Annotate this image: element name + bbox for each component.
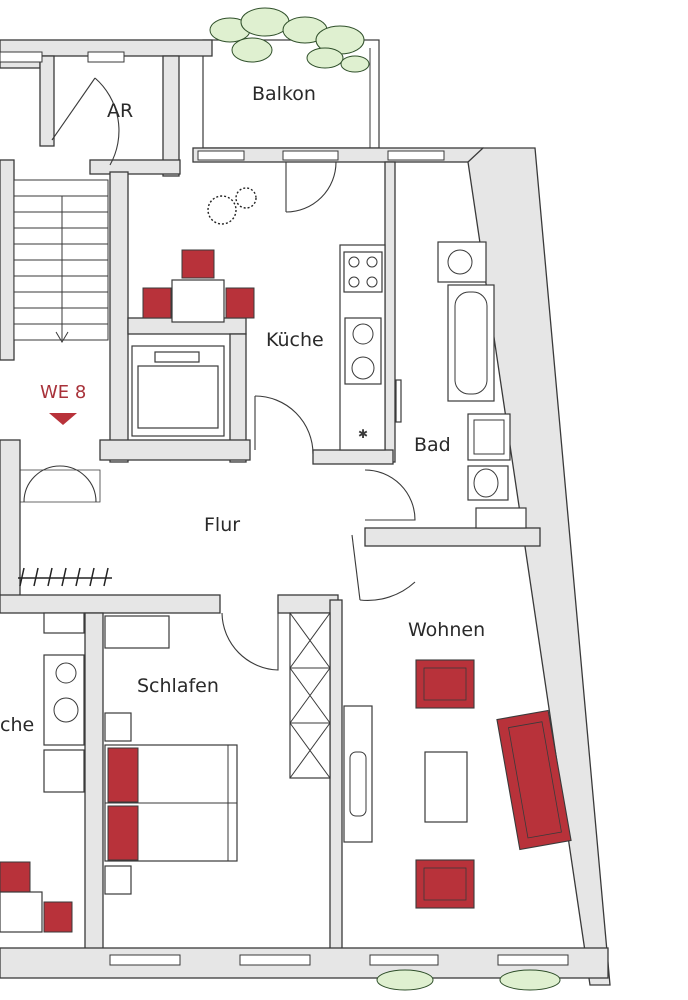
radiator: [18, 567, 112, 587]
windows: [0, 51, 569, 966]
shelf: [104, 615, 170, 649]
neighbor-kitchen: [0, 612, 85, 933]
sofa-icon: [496, 709, 572, 851]
bed-icon: [104, 744, 238, 862]
room-label-neighbor-kitchen: che: [0, 714, 34, 736]
room-label-schlafen: Schlafen: [137, 675, 219, 697]
plant-icon: [209, 7, 370, 73]
nightstand: [104, 712, 132, 742]
bathtub-icon: [437, 241, 495, 402]
armchair-icon: [415, 659, 475, 709]
coffee-table: [424, 751, 468, 823]
doors: [19, 161, 416, 671]
towel-rail: [395, 379, 402, 423]
sink-icon: [467, 413, 511, 461]
walls: [0, 39, 611, 986]
room-label-flur: Flur: [204, 514, 240, 536]
room-label-kueche: Küche: [266, 329, 324, 351]
svg-text:✱: ✱: [358, 427, 368, 441]
plant-icon: [207, 187, 257, 225]
nightstand: [104, 865, 132, 895]
armchair-icon: [415, 859, 475, 909]
stove-icon: [343, 251, 383, 293]
ar-door: [51, 77, 120, 166]
staircase: [13, 179, 109, 343]
room-label-ar: AR: [107, 100, 133, 122]
unit-label: WE 8: [40, 382, 86, 403]
dining-set: [142, 249, 255, 323]
kitchen-counter: ✱: [339, 244, 386, 451]
sink-icon: [344, 317, 382, 385]
room-label-bad: Bad: [414, 434, 451, 456]
plant-icon: [376, 969, 561, 991]
tv-icon: [343, 705, 373, 843]
entrance-marker-icon: [49, 413, 77, 425]
kitchen-cabinet: [131, 345, 225, 437]
room-label-balkon: Balkon: [252, 83, 316, 105]
room-label-wohnen: Wohnen: [408, 619, 485, 641]
wardrobe-icon: [289, 612, 331, 779]
shower-tray: [475, 507, 527, 529]
toilet-icon: [467, 465, 509, 501]
